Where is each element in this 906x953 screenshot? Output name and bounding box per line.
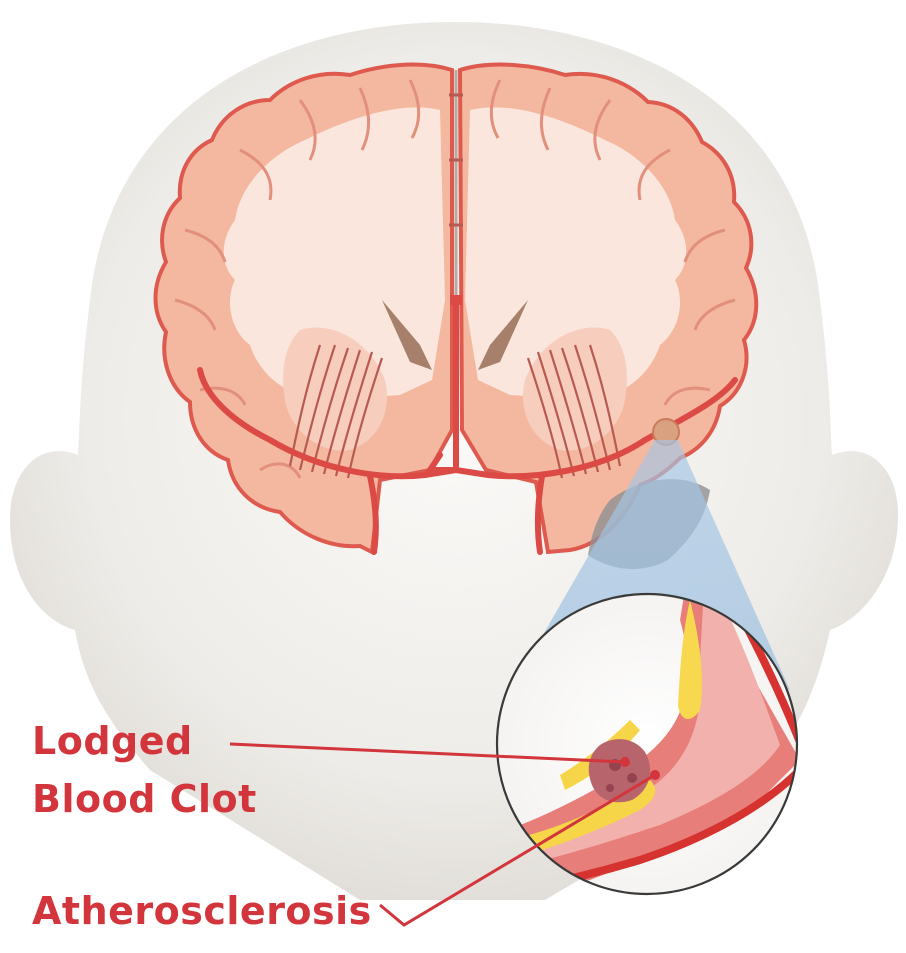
label-lodged: Lodged — [32, 718, 193, 764]
athero-leader-dot — [650, 770, 660, 780]
label-atherosclerosis: Atherosclerosis — [32, 888, 372, 934]
clot-leader-dot — [620, 757, 630, 767]
blood-clot — [589, 739, 650, 802]
label-blood-clot: Blood Clot — [32, 776, 257, 822]
